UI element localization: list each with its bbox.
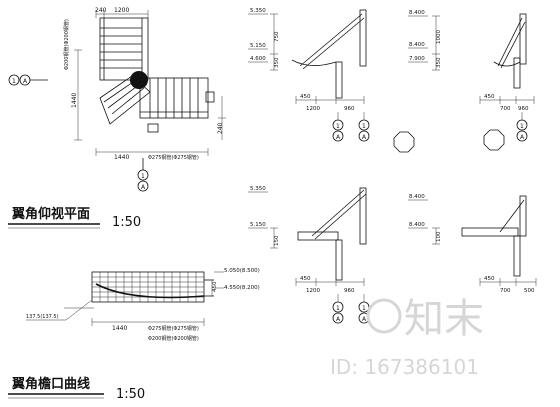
sec-a-level-2: 5.150 xyxy=(250,43,266,49)
svg-text:1: 1 xyxy=(336,123,340,130)
eave-curve-view: 450 5.050(8.500) 4.550(8.200) 137.5(137.… xyxy=(8,268,260,402)
plan-marker-left: 1 A xyxy=(8,74,48,86)
eave-scale: 1:50 xyxy=(116,387,145,402)
sec-c-dim-h-3: 960 xyxy=(344,288,355,294)
plan-dim-top-1: 240 xyxy=(95,7,107,14)
watermark: 知末 ID: 167386101 xyxy=(330,296,484,379)
svg-text:1: 1 xyxy=(520,123,524,130)
svg-text:A: A xyxy=(23,78,28,85)
sec-a-marker-1: 1 A xyxy=(332,112,344,142)
corner-column xyxy=(130,71,148,89)
plan-dim-right: 240 xyxy=(217,122,224,134)
watermark-logo-text: 知末 xyxy=(404,296,484,342)
eave-curve-line xyxy=(95,283,205,299)
sec-a-marker-2: 1 A xyxy=(358,112,370,142)
sec-b-dim-v-2: 350 xyxy=(436,57,442,68)
svg-text:A: A xyxy=(336,316,341,323)
sec-d-level-2: 8.400 xyxy=(409,222,425,228)
sec-d-dim-h-2: 700 xyxy=(500,288,511,294)
section-a: 5.350 5.150 4.600 750 350 450 1200 960 1 xyxy=(248,8,415,153)
sec-b-level-2: 8.400 xyxy=(409,42,425,48)
sec-c-marker-1: 1 A xyxy=(332,294,344,324)
section-c: 5.350 5.150 150 450 1200 960 1 A xyxy=(248,186,370,324)
sec-a-dim-h-2: 1200 xyxy=(306,106,320,112)
plan-marker-bottom: 1 A xyxy=(137,158,149,192)
section-d: 8.400 8.400 100 450 700 500 xyxy=(408,194,537,294)
sec-d-dim-v-1: 100 xyxy=(436,231,442,242)
eave-level-top: 5.050(8.500) xyxy=(224,268,260,274)
sec-a-dim-v-1: 750 xyxy=(274,31,280,42)
eave-left-note: 137.5(137.5) xyxy=(26,314,59,320)
svg-text:1: 1 xyxy=(12,78,16,85)
sec-c-level-1: 5.350 xyxy=(250,186,266,192)
eave-title: 翼角檐口曲线 xyxy=(11,376,90,392)
plan-dim-bottom: 1440 xyxy=(114,154,129,161)
svg-text:1: 1 xyxy=(141,173,145,180)
sec-d-level-1: 8.400 xyxy=(409,194,425,200)
sec-b-level-1: 8.400 xyxy=(409,10,425,16)
sec-d-dim-h-1: 450 xyxy=(484,276,495,282)
sec-b-dim-h-3: 960 xyxy=(518,106,529,112)
svg-text:A: A xyxy=(141,184,146,191)
svg-text:1: 1 xyxy=(362,123,366,130)
sec-c-dim-v-1: 150 xyxy=(274,235,280,246)
sec-b-octagon xyxy=(483,129,505,151)
svg-text:A: A xyxy=(362,316,367,323)
sec-c-dim-h-2: 1200 xyxy=(306,288,320,294)
sec-a-octagon xyxy=(393,131,415,153)
plan-left-note: Φ200钢管(Φ200钢管) xyxy=(63,19,70,70)
sec-c-dim-h-1: 450 xyxy=(300,276,311,282)
sec-b-dim-h-1: 450 xyxy=(484,94,495,100)
sec-a-dim-h-1: 450 xyxy=(300,94,311,100)
sec-b-dim-v-1: 1000 xyxy=(436,30,442,44)
plan-bottom-note: Φ275钢管(Φ275钢管) xyxy=(148,154,199,161)
sec-a-level-1: 5.350 xyxy=(250,8,266,14)
sec-a-level-3: 4.600 xyxy=(250,56,266,62)
section-b: 8.400 8.400 7.900 1000 350 450 700 960 xyxy=(408,10,535,151)
plan-title: 翼角仰视平面 xyxy=(11,206,90,222)
svg-text:1: 1 xyxy=(336,305,340,312)
sec-b-dim-h-2: 700 xyxy=(500,106,511,112)
svg-text:A: A xyxy=(362,134,367,141)
sec-c-level-2: 5.150 xyxy=(250,222,266,228)
svg-text:A: A xyxy=(520,134,525,141)
sec-a-dim-v-2: 350 xyxy=(274,57,280,68)
svg-text:1: 1 xyxy=(362,305,366,312)
plan-dim-left: 1440 xyxy=(71,93,78,108)
svg-text:A: A xyxy=(336,134,341,141)
plan-view: 240 1200 xyxy=(8,7,226,230)
sec-a-dim-h-3: 960 xyxy=(344,106,355,112)
plan-dim-top-2: 1200 xyxy=(114,7,129,14)
eave-level-bottom: 4.550(8.200) xyxy=(224,285,260,291)
sec-d-dim-h-3: 500 xyxy=(524,288,535,294)
watermark-id: ID: 167386101 xyxy=(330,355,479,379)
eave-dim-right: 450 xyxy=(212,281,218,292)
plan-scale: 1:50 xyxy=(112,215,141,230)
watermark-logo-icon xyxy=(366,298,402,334)
sec-b-level-3: 7.900 xyxy=(409,56,425,62)
eave-bottom-note-1: Φ275钢管(Φ275钢管) xyxy=(148,325,199,332)
eave-bottom-note-2: Φ200钢管(Φ200钢管) xyxy=(148,335,199,342)
eave-dim-bottom: 1440 xyxy=(112,325,127,332)
sec-b-marker: 1 A xyxy=(516,112,528,142)
